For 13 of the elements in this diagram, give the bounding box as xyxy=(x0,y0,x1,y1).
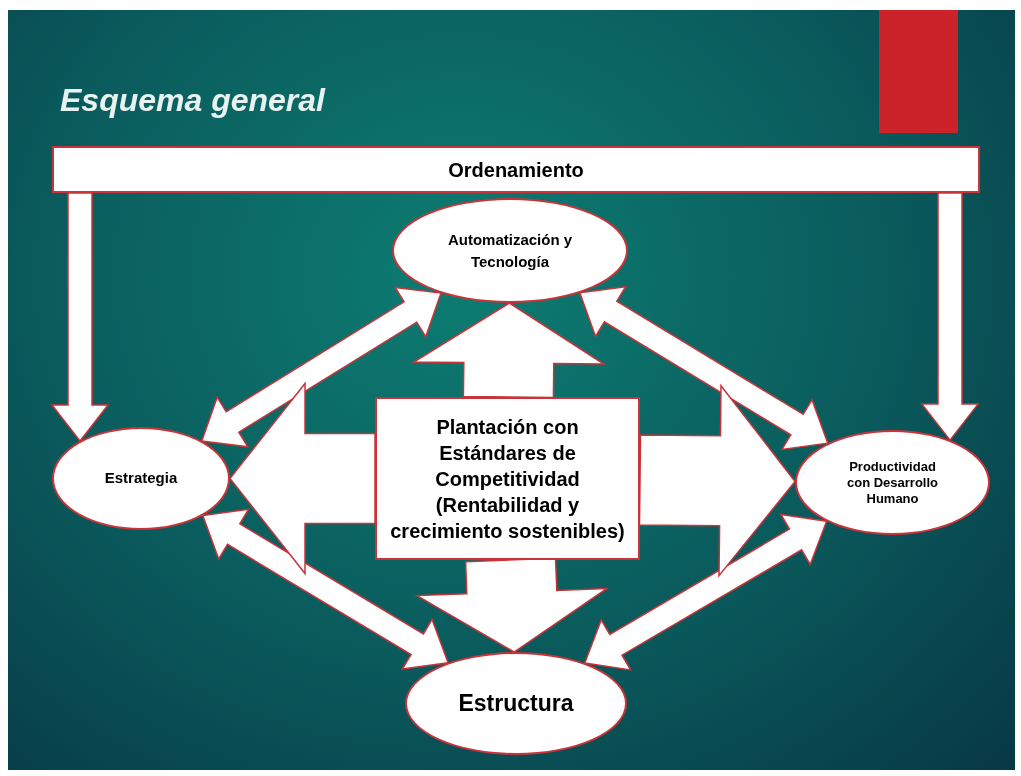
block-arrow xyxy=(583,513,828,671)
block-arrow xyxy=(229,381,376,576)
block-arrow xyxy=(200,286,442,448)
block-arrow xyxy=(201,508,450,671)
block-arrow xyxy=(411,302,607,399)
rect-node: Ordenamiento xyxy=(52,146,980,193)
rect-node: Plantación con Estándares de Competitividad (Rentabilidad y crecimiento sostenibles) xyxy=(375,397,640,560)
block-arrow xyxy=(638,383,796,578)
block-arrow xyxy=(920,192,980,442)
block-arrow xyxy=(578,285,829,451)
block-arrow xyxy=(414,557,610,653)
block-arrow xyxy=(50,192,110,443)
slide-title: Esquema general xyxy=(60,81,325,120)
